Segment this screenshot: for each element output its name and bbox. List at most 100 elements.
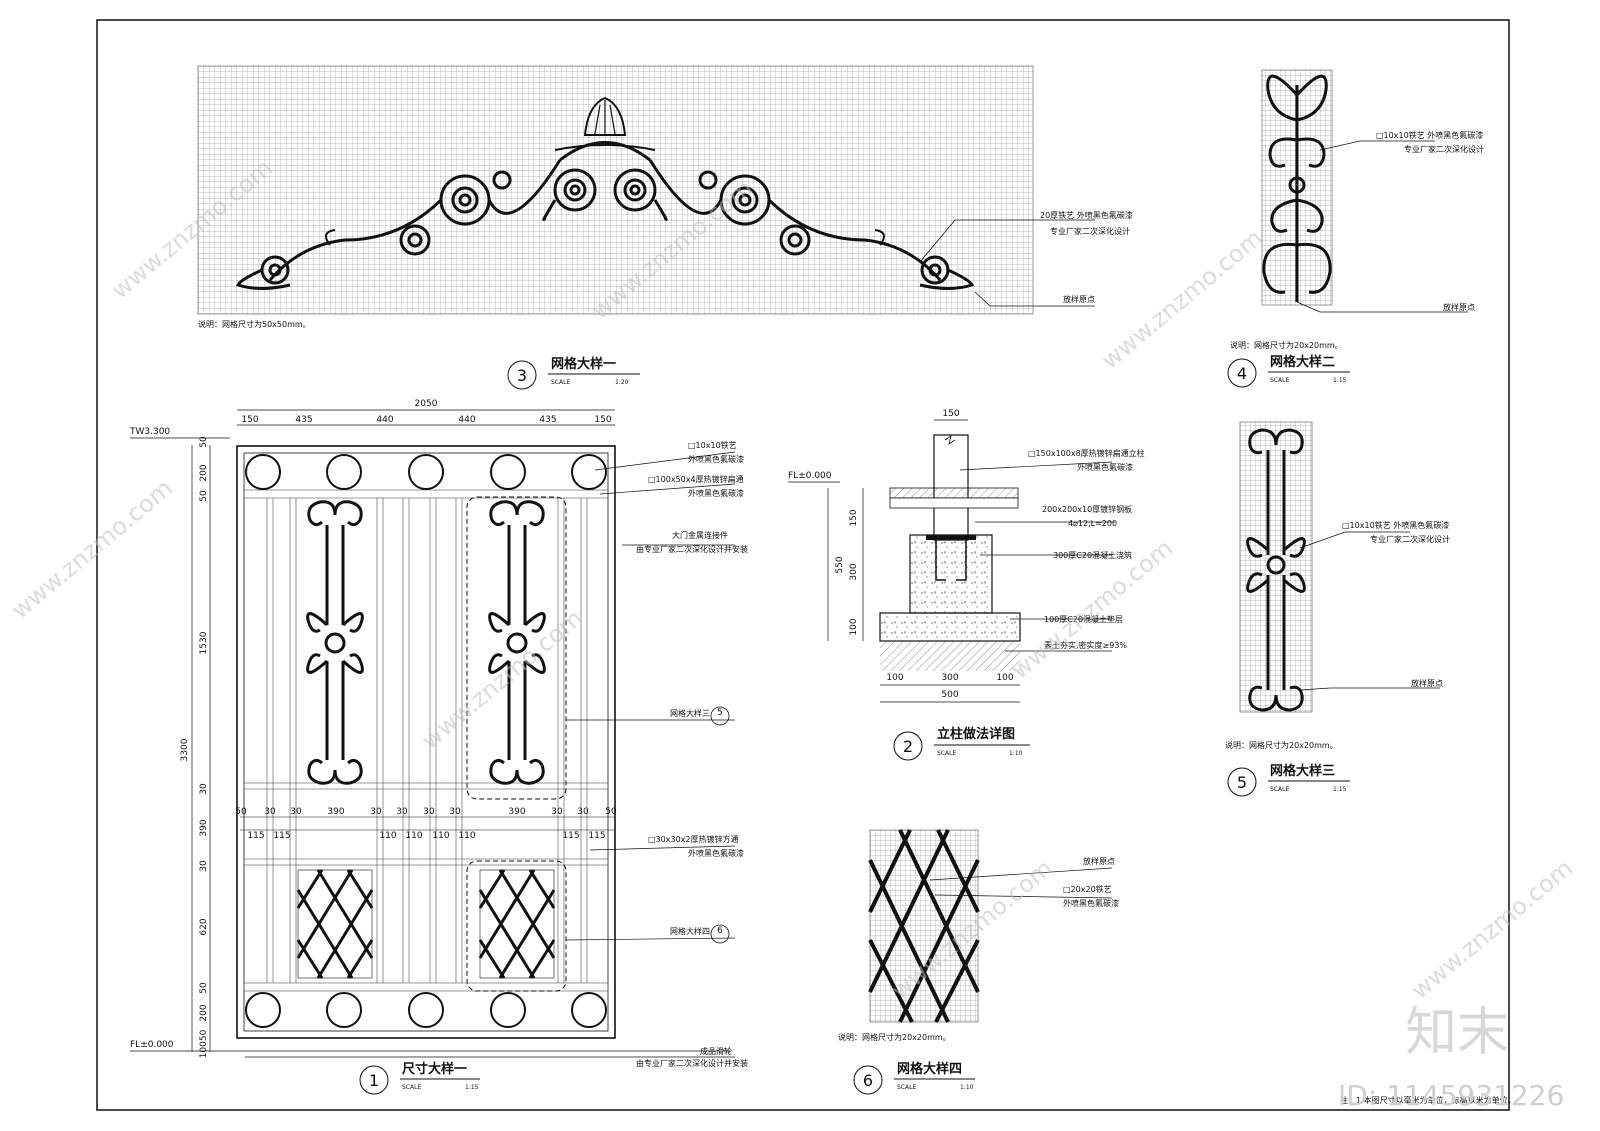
d1-left-dim-8: 50 — [199, 982, 209, 994]
scroll-panel-left — [306, 500, 364, 785]
d1-note-0: □10x10铁艺 — [688, 440, 737, 450]
mid-dim: 115 — [562, 831, 579, 841]
detail-1-gate-elevation: 2050 150 435 440 440 435 150 TW3.300 FL±… — [129, 399, 748, 1095]
sheet-border — [96, 19, 1510, 1111]
d5-number-circle — [1227, 767, 1257, 797]
ornament-4 — [1262, 74, 1332, 302]
d1-left-dim-6: 30 — [199, 860, 209, 872]
d2-note-plate: 200x200x10厚镀锌钢板 — [1042, 504, 1132, 514]
d3-note-design: 专业厂家二次深化设计 — [1050, 226, 1130, 236]
d4-scale-label: SCALE — [1270, 377, 1289, 384]
d1-ref-6: 6 — [717, 926, 723, 936]
d1-level-bottom: FL±0.000 — [130, 1040, 174, 1050]
d1-top-dim-0: 150 — [241, 415, 258, 425]
mid-dim: 30 — [423, 807, 435, 817]
d2-note-concrete: 300厚C20混凝土浇筑 — [1053, 550, 1132, 560]
d1-number: 1 — [369, 1071, 379, 1090]
image-id-label: ID: 1145931226 — [1338, 1079, 1564, 1112]
d3-note-material: 20厚铁艺 外喷黑色氟碳漆 — [1040, 210, 1133, 220]
d1-total-width: 2050 — [415, 399, 438, 409]
d1-note-5: 由专业厂家二次深化设计并安装 — [636, 544, 748, 554]
d4-title: 网格大样二 — [1270, 354, 1335, 370]
d5-note-design: 专业厂家二次深化设计 — [1370, 534, 1450, 544]
detail-5-grid-panel: □10x10铁艺 外喷黑色氟碳漆 专业厂家二次深化设计 放样原点 说明：网格尺寸… — [1225, 421, 1450, 797]
d1-note-3: 外喷黑色氟碳漆 — [688, 488, 744, 498]
detail-6-grid-panel: 放样原点 □20x20铁艺 外喷黑色氟碳漆 说明：网格尺寸为20x20mm。 6… — [838, 829, 1119, 1095]
watermark-logo: 知末 — [1405, 1003, 1509, 1063]
d3-number: 3 — [517, 366, 527, 385]
mid-dim: 115 — [247, 831, 264, 841]
d1-note-10: 成品滑轮 — [700, 1046, 732, 1056]
d2-number-circle — [893, 731, 923, 761]
mid-dim: 50 — [235, 807, 247, 817]
d2-number: 2 — [903, 737, 913, 756]
d1-top-dim-3: 440 — [458, 415, 475, 425]
d1-left-dim-0: 50 — [199, 436, 209, 448]
d6-scale: 1:10 — [960, 1084, 974, 1091]
watermark-url: www.znzmo.com — [1096, 224, 1268, 375]
d2-bdim-100a: 100 — [886, 673, 903, 683]
d4-note-design: 专业厂家二次深化设计 — [1404, 144, 1484, 154]
d2-dim-150: 150 — [849, 509, 859, 526]
d6-title: 网格大样四 — [897, 1061, 962, 1077]
footer-note: 注：1.本图尺寸以毫米为单位，标高以米为单位。 — [1340, 1095, 1516, 1105]
d6-number-circle — [853, 1065, 883, 1095]
lattice-panel-left — [296, 869, 374, 979]
d1-top-dim-4: 435 — [539, 415, 556, 425]
d6-note-material: □20x20铁艺 — [1063, 884, 1112, 894]
d4-note-origin: 放样原点 — [1443, 302, 1475, 312]
d4-scale: 1:15 — [1333, 377, 1347, 384]
d6-note-paint: 外喷黑色氟碳漆 — [1063, 898, 1119, 908]
mid-dim: 390 — [508, 807, 525, 817]
detail-2-post-footing: FL±0.000 150 150 300 100 550 100 300 100… — [788, 409, 1145, 761]
d1-title: 尺寸大样一 — [402, 1061, 467, 1077]
d1-total-height: 3300 — [180, 738, 190, 761]
d2-note-soil: 素土夯实,密实度≥93% — [1044, 640, 1127, 650]
d3-scale: 1:20 — [615, 379, 629, 386]
mid-dim: 30 — [449, 807, 461, 817]
watermark-url: www.znzmo.com — [416, 604, 588, 755]
mid-dim: 30 — [551, 807, 563, 817]
d3-title: 网格大样一 — [551, 356, 616, 372]
d2-top-dim: 150 — [942, 409, 959, 419]
callout-box-6 — [466, 860, 567, 992]
d6-scale-label: SCALE — [897, 1084, 916, 1091]
mid-dim: 110 — [458, 831, 475, 841]
d2-scale-label: SCALE — [937, 750, 956, 757]
d1-top-dim-2: 440 — [376, 415, 393, 425]
d1-note-6: 网格大样三 — [670, 708, 710, 718]
ornament-5 — [1246, 428, 1306, 712]
scroll-panel-right — [488, 500, 546, 785]
d1-mid-dims-row1: 50 30 30 390 30 30 30 30 390 30 30 50 — [235, 807, 617, 817]
d1-left-dim-1: 200 — [199, 464, 209, 481]
lattice-panel-right — [478, 869, 556, 979]
d1-scale-label: SCALE — [402, 1084, 421, 1091]
d2-note-post: □150x100x8厚热镀锌扁通立柱 — [1028, 448, 1145, 458]
gate-pickets — [266, 498, 588, 983]
d1-note-2: □100x50x4厚热镀锌扁通 — [648, 474, 744, 484]
watermark-url: www.znzmo.com — [6, 474, 178, 625]
d1-number-circle — [359, 1065, 389, 1095]
d3-scale-label: SCALE — [551, 379, 570, 386]
d6-note-origin: 放样原点 — [1083, 856, 1115, 866]
d5-note-material: □10x10铁艺 外喷黑色氟碳漆 — [1342, 520, 1449, 530]
d1-note-11: 由专业厂家二次深化设计并安装 — [636, 1058, 748, 1068]
lattice-6 — [868, 829, 980, 1023]
scroll-ornament — [236, 96, 974, 290]
d3-number-circle — [507, 360, 537, 390]
d5-scale: 1:15 — [1333, 786, 1347, 793]
d1-left-dim-3: 1530 — [199, 631, 209, 654]
d5-title: 网格大样三 — [1270, 763, 1335, 779]
mid-dim: 110 — [379, 831, 396, 841]
mid-dim: 115 — [273, 831, 290, 841]
d1-note-8: 外喷黑色氟碳漆 — [688, 848, 744, 858]
d1-ref-5: 5 — [717, 708, 723, 718]
callout-box-5 — [466, 496, 567, 800]
d2-note-bolts: 4⌀12,L=200 — [1068, 519, 1117, 528]
d6-number: 6 — [863, 1071, 873, 1090]
d2-note-post-paint: 外喷黑色氟碳漆 — [1077, 462, 1133, 472]
d1-note-1: 外喷黑色氟碳漆 — [688, 454, 744, 464]
d1-left-dim-9: 200 — [199, 1004, 209, 1021]
d1-left-dim-10: 10050 — [199, 1029, 209, 1058]
